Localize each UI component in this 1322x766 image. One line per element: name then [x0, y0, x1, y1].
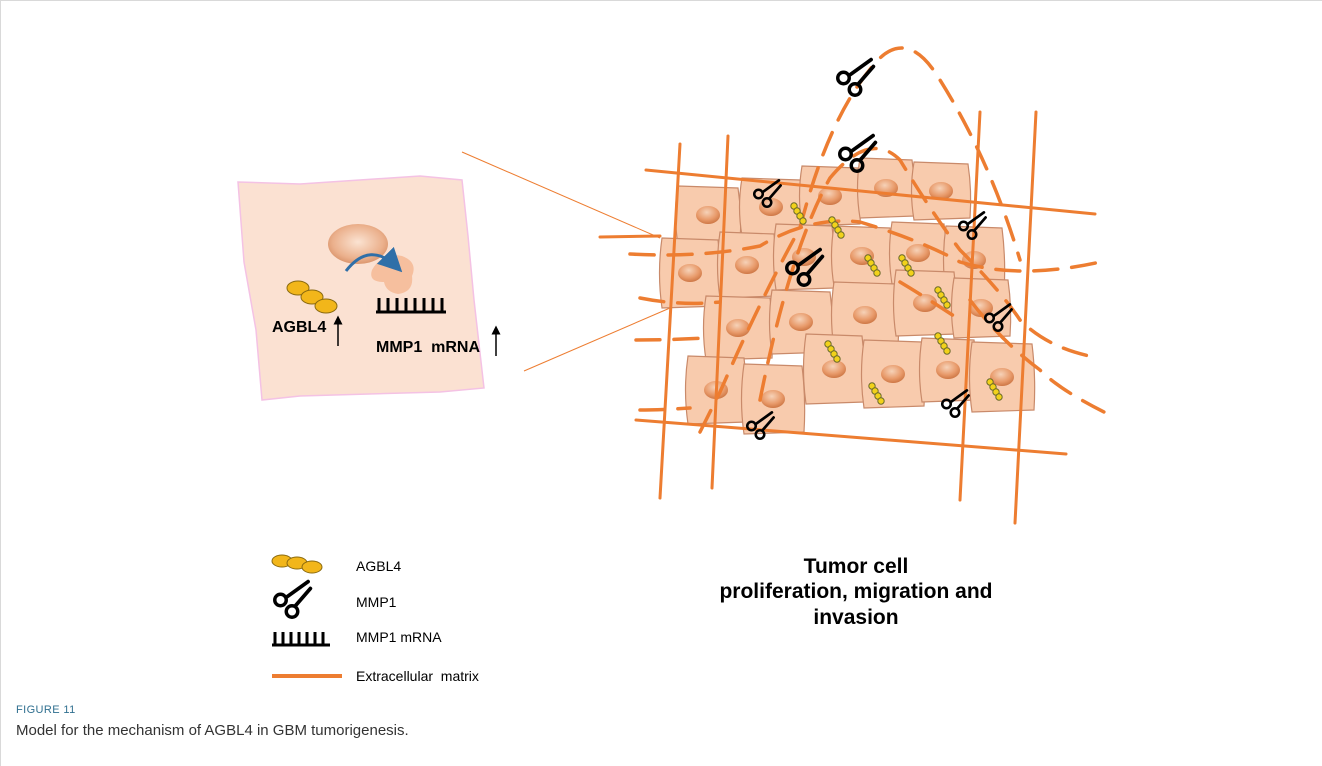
- tumor-cell-nucleus: [881, 365, 905, 383]
- outcome-line-3: invasion: [813, 606, 898, 629]
- tumor-cell-nucleus: [735, 256, 759, 274]
- tumor-cell-nucleus: [936, 361, 960, 379]
- tumor-cell-nucleus: [761, 390, 785, 408]
- tumor-cell-nucleus: [789, 313, 813, 331]
- inset-cell: [238, 176, 484, 400]
- mrna-comb-icon: [272, 632, 330, 645]
- figure-caption: Model for the mechanism of AGBL4 in GBM …: [16, 722, 409, 739]
- legend-agbl4-label: AGBL4: [356, 558, 401, 574]
- tumor-cell-nucleus: [726, 319, 750, 337]
- figure-label: FIGURE 11: [16, 704, 76, 716]
- scissors-icon: [838, 60, 874, 96]
- tumor-cell-nucleus: [696, 206, 720, 224]
- inset-mmp1-mrna-label: MMP1 mRNA: [376, 339, 480, 356]
- tumor-cell-nucleus: [678, 264, 702, 282]
- tumor-cell-nucleus: [822, 360, 846, 378]
- legend-mmp1-label: MMP1: [356, 594, 397, 610]
- legend-ecm-label: Extracellular matrix: [356, 668, 479, 684]
- zoom-line-top: [462, 152, 660, 238]
- tumor-cell-nucleus: [990, 368, 1014, 386]
- outcome-line-1: Tumor cell: [804, 555, 909, 578]
- legend: AGBL4 MMP1 MMP1 mRNA Extracellular matri…: [272, 555, 479, 684]
- inset-agbl4-label: AGBL4: [272, 319, 326, 336]
- legend-mmp1-mrna-label: MMP1 mRNA: [356, 629, 442, 645]
- outcome-line-2: proliferation, migration and: [719, 580, 992, 603]
- agbl4-chain-icon: [272, 555, 322, 573]
- tumor-cell-nucleus: [853, 306, 877, 324]
- scissors-icon: [275, 582, 311, 618]
- diagram-canvas: AGBL4 MMP1 mRNA Tumor ce: [0, 0, 1322, 700]
